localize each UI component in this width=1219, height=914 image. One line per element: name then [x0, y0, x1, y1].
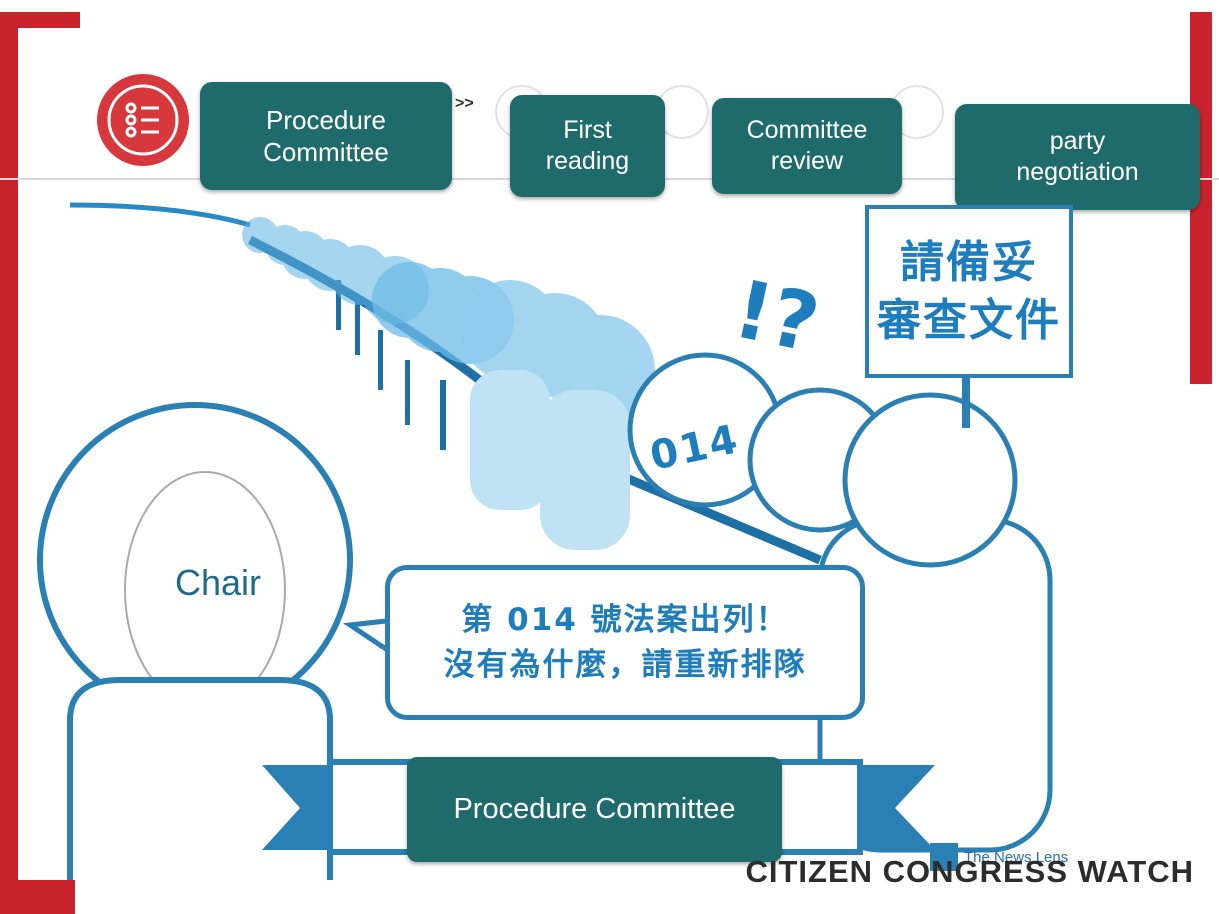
- ribbon-procedure-committee: Procedure Committee: [407, 757, 782, 862]
- speech-line-1: 第 014 號法案出列！: [461, 601, 789, 638]
- chair-label: Chair: [175, 562, 262, 603]
- step-party-negotiation: party negotiation: [955, 104, 1200, 210]
- speech-line-2: 沒有為什麼，請重新排隊: [443, 646, 807, 683]
- red-frame-top-left: [0, 12, 80, 28]
- speech-bubble: 第 014 號法案出列！ 沒有為什麼，請重新排隊: [385, 565, 865, 720]
- sign-line-1: 請備妥: [900, 237, 1038, 289]
- checklist-icon: [95, 72, 191, 168]
- red-frame-bottom-left: [0, 880, 75, 914]
- news-lens-icon: [930, 843, 958, 871]
- step-committee-review: Committee review: [712, 98, 902, 194]
- news-lens-logo: The News Lens: [930, 843, 1068, 871]
- news-lens-text: The News Lens: [964, 848, 1069, 866]
- arrow-text: >>: [455, 95, 474, 112]
- sign-line-2: 審查文件: [877, 294, 1061, 346]
- document-sign: 請備妥 審查文件: [865, 205, 1073, 378]
- red-frame-left: [0, 12, 18, 892]
- red-frame-right: [1190, 12, 1212, 384]
- step-procedure-committee: Procedure Committee: [200, 82, 452, 190]
- step-first-reading: First reading: [510, 95, 665, 197]
- brand-footer: CITIZEN CONGRESS WATCH: [745, 854, 1194, 889]
